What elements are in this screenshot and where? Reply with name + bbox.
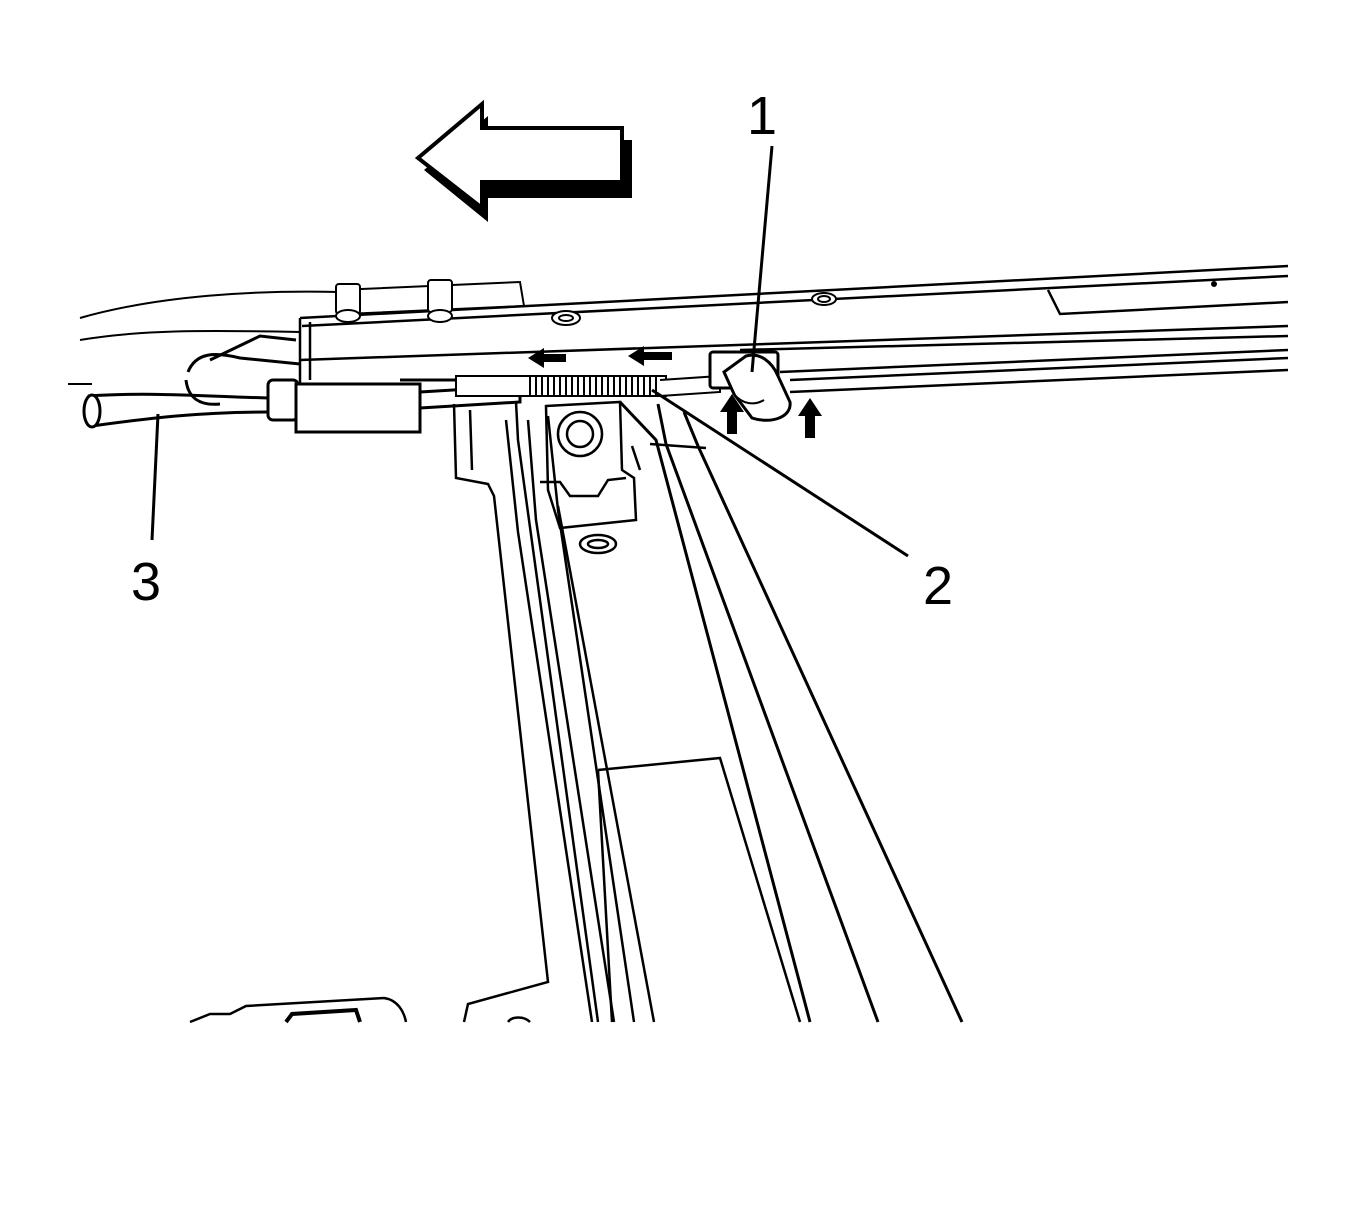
push-arrow-icon [720,394,822,438]
rail-studs [335,279,453,323]
mounting-bracket [540,400,638,555]
roof-outline [68,290,341,385]
rail-holes [551,281,1217,326]
slide-arrow-icon [528,346,672,368]
callout-1-label: 1 [747,86,777,146]
cable-assembly [82,334,522,434]
threaded-cable [455,374,721,397]
sliding-track [452,400,964,1023]
lower-frame [189,996,531,1024]
leader-lines [150,145,909,558]
callout-3-label: 3 [131,552,161,612]
release-tab [708,350,792,422]
direction-arrow-icon [414,99,632,222]
guide-rail [298,264,1289,394]
callout-2-label: 2 [923,556,953,616]
